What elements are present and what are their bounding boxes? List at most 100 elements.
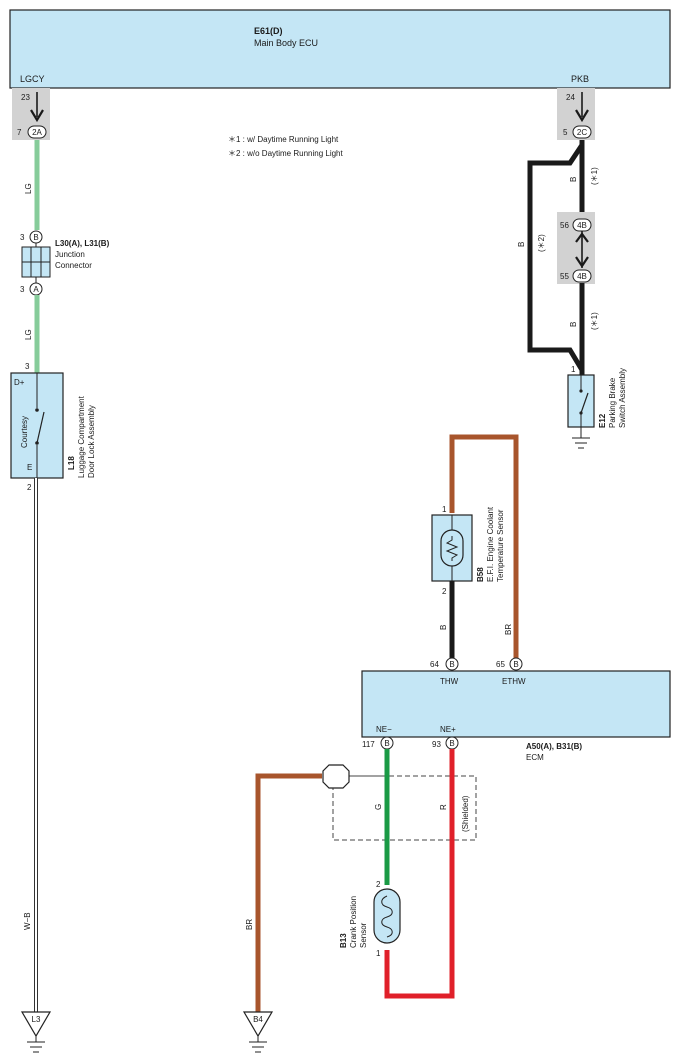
ecm-pin-117: 117 — [362, 740, 375, 749]
door-lock-switch-top-contact — [35, 408, 39, 412]
ecm-terminal-ethw: ETHW — [502, 677, 526, 686]
thermistor-resistor-icon — [445, 536, 459, 561]
b-wire-right-upper-note: (＊1) — [590, 167, 599, 185]
note-1: ＊1 : w/ Daytime Running Light — [228, 135, 339, 144]
junction-top-conn-label: B — [33, 233, 38, 242]
crank-sensor-pin-bottom: 1 — [376, 949, 381, 958]
br-wire-sensor — [449, 434, 519, 660]
main-body-ecu-terminal-pkb: PKB — [571, 74, 589, 84]
crank-sensor-name-line1: Crank Position — [349, 896, 358, 948]
shield-label: (Shielded) — [461, 795, 470, 832]
ecm-terminal-nep: NE+ — [440, 725, 456, 734]
wb-wire-label: W−B — [23, 912, 32, 930]
ecm-conn-64-label: B — [449, 660, 454, 669]
ground-l3-triangle — [20, 1011, 52, 1038]
br-wire-left — [255, 773, 322, 1012]
junction-bottom-conn-label: A — [33, 285, 39, 294]
b-wire-loop — [527, 143, 585, 372]
parking-brake-pin: 1 — [571, 365, 576, 374]
ecm-name: ECM — [526, 753, 544, 762]
ecm-conn-93-label: B — [449, 739, 454, 748]
door-lock-switch-blade — [36, 411, 45, 444]
mid-conn-down-arrow-icon — [575, 256, 589, 268]
main-body-ecu-code: E61(D) — [254, 26, 283, 36]
left-arrow-head-icon — [30, 109, 44, 123]
lg-wire-upper-label: LG — [24, 183, 33, 194]
mid-conn-label-bottom: 4B — [577, 272, 587, 281]
ecm-conn-117-label: B — [384, 739, 389, 748]
right-ecu-pin-24: 24 — [566, 93, 575, 102]
right-conn-label-2c: 2C — [577, 128, 587, 137]
b-wire-right-lower-label: B — [569, 322, 578, 327]
main-body-ecu-box — [9, 9, 671, 89]
b-wire-right-lower-note: (＊1) — [590, 312, 599, 330]
b-wire-sensor-label: B — [439, 625, 448, 630]
coolant-sensor-code: B58 — [476, 567, 485, 582]
crank-sensor-name-line2: Sensor — [359, 922, 368, 948]
left-conn-pin-7: 7 — [17, 128, 22, 137]
ecm-terminal-nem: NE− — [376, 725, 392, 734]
parking-brake-name-line2: Switch Assembly — [618, 368, 627, 428]
door-lock-code: L18 — [67, 456, 76, 470]
door-lock-term-bottom: E — [27, 463, 32, 472]
ecm-conn-65-label: B — [513, 660, 518, 669]
right-conn-pill — [572, 125, 592, 139]
b-wire-loop-label: B — [517, 242, 526, 247]
left-conn-pill — [27, 125, 47, 139]
ecm-terminal-thw: THW — [440, 677, 459, 686]
left-conn-label-2a: 2A — [32, 128, 42, 137]
ecm-conn-65 — [509, 657, 523, 671]
left-ecu-pin-23: 23 — [21, 93, 30, 102]
junction-bottom-pin: 3 — [20, 285, 25, 294]
junction-top-pin: 3 — [20, 233, 25, 242]
door-lock-term-top: D+ — [14, 378, 25, 387]
mid-conn-pin-56: 56 — [560, 221, 569, 230]
r-wire-label: R — [439, 804, 448, 810]
shield-octagon-icon — [322, 764, 350, 789]
door-lock-pin-bottom: 2 — [27, 483, 32, 492]
junction-code: L30(A), L31(B) — [55, 239, 110, 248]
coolant-sensor-pin-bottom: 2 — [442, 587, 447, 596]
junction-name-line2: Connector — [55, 261, 92, 270]
ground-b4-label: B4 — [253, 1015, 263, 1024]
ground-b4-triangle — [242, 1011, 274, 1038]
r-wire — [384, 749, 455, 999]
ecm-code: A50(A), B31(B) — [526, 742, 582, 751]
ecm-pin-93: 93 — [432, 740, 441, 749]
door-lock-name-line1: Luggage Compartment — [77, 395, 86, 478]
right-arrow-head-icon — [575, 109, 589, 123]
ground-l3-label: L3 — [32, 1015, 41, 1024]
mid-conn-pin-55: 55 — [560, 272, 569, 281]
junction-name-line1: Junction — [55, 250, 85, 259]
door-lock-name-line2: Door Lock Assembly — [87, 405, 96, 478]
main-body-ecu-terminal-lgcy: LGCY — [20, 74, 45, 84]
coolant-sensor-name-line1: E.F.I. Engine Coolant — [486, 506, 495, 582]
right-conn-pin-5: 5 — [563, 128, 568, 137]
crank-sensor-pin-top: 2 — [376, 880, 381, 889]
crank-coil-icon — [381, 895, 393, 938]
b-wire-right-upper-label: B — [569, 177, 578, 182]
lg-wire-lower-label: LG — [24, 329, 33, 340]
crank-sensor-code: B13 — [339, 933, 348, 948]
ecm-box — [361, 670, 671, 738]
b-wire-loop-note: (＊2) — [537, 234, 546, 252]
shield-box — [332, 775, 477, 841]
crank-sensor-body — [373, 888, 401, 944]
door-lock-switch-label: Courtesy — [20, 416, 29, 448]
mid-conn-pill-bottom — [572, 269, 592, 283]
door-lock-pin-top: 3 — [25, 362, 30, 371]
ecm-pin-65: 65 — [496, 660, 505, 669]
parking-brake-code: E12 — [598, 413, 607, 428]
ecm-conn-64 — [445, 657, 459, 671]
mid-conn-label-top: 4B — [577, 221, 587, 230]
parking-brake-switch-top-contact — [579, 389, 583, 393]
mid-conn-up-arrow-icon — [575, 232, 589, 243]
coolant-sensor-pin-top: 1 — [442, 505, 447, 514]
note-2: ＊2 : w/o Daytime Running Light — [228, 149, 343, 158]
parking-brake-switch-blade — [580, 392, 589, 414]
parking-brake-name-line1: Parking Brake — [608, 377, 617, 428]
br-wire-sensor-label: BR — [504, 624, 513, 635]
coolant-sensor-name-line2: Temperature Sensor — [496, 509, 505, 582]
br-wire-left-label: BR — [245, 919, 254, 930]
